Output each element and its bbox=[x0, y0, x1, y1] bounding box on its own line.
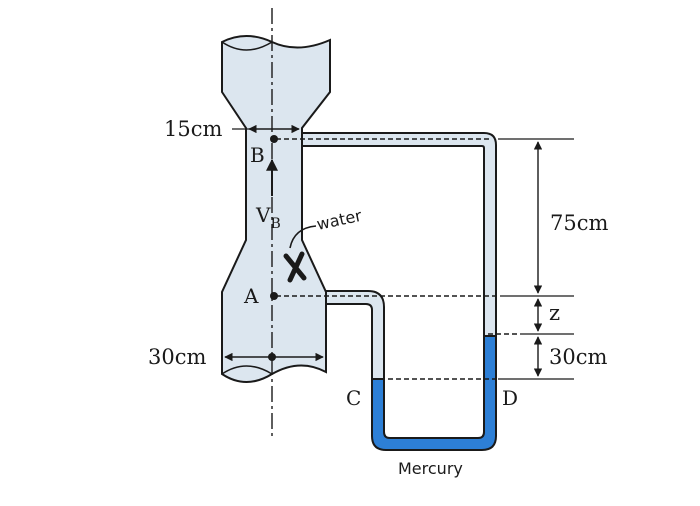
mercury-label: Mercury bbox=[398, 459, 463, 478]
lower-tube bbox=[325, 290, 385, 380]
point-d-label: D bbox=[502, 386, 518, 410]
dim-30-label: 30cm bbox=[549, 345, 607, 369]
point-b-dot bbox=[270, 135, 278, 143]
water-leader bbox=[289, 225, 317, 249]
point-bottom-dot bbox=[268, 353, 276, 361]
dim-z-label: z bbox=[549, 301, 560, 325]
water-label: water bbox=[315, 206, 364, 234]
point-b-label: B bbox=[250, 143, 265, 167]
velocity-label: VB bbox=[255, 203, 281, 232]
pipe-top-cut bbox=[221, 41, 273, 51]
point-a-dot bbox=[270, 292, 278, 300]
upper-tube bbox=[301, 132, 497, 337]
mercury-column bbox=[371, 335, 497, 451]
point-c-label: C bbox=[346, 386, 361, 410]
venturi-pipe bbox=[221, 35, 331, 383]
dim-bottom-label: 30cm bbox=[148, 345, 206, 369]
dim-top-label: 15cm bbox=[164, 117, 222, 141]
dim-75-label: 75cm bbox=[550, 211, 608, 235]
point-a-label: A bbox=[243, 284, 259, 308]
pipe-bottom-cut bbox=[221, 365, 273, 375]
cross-mark bbox=[283, 251, 307, 283]
